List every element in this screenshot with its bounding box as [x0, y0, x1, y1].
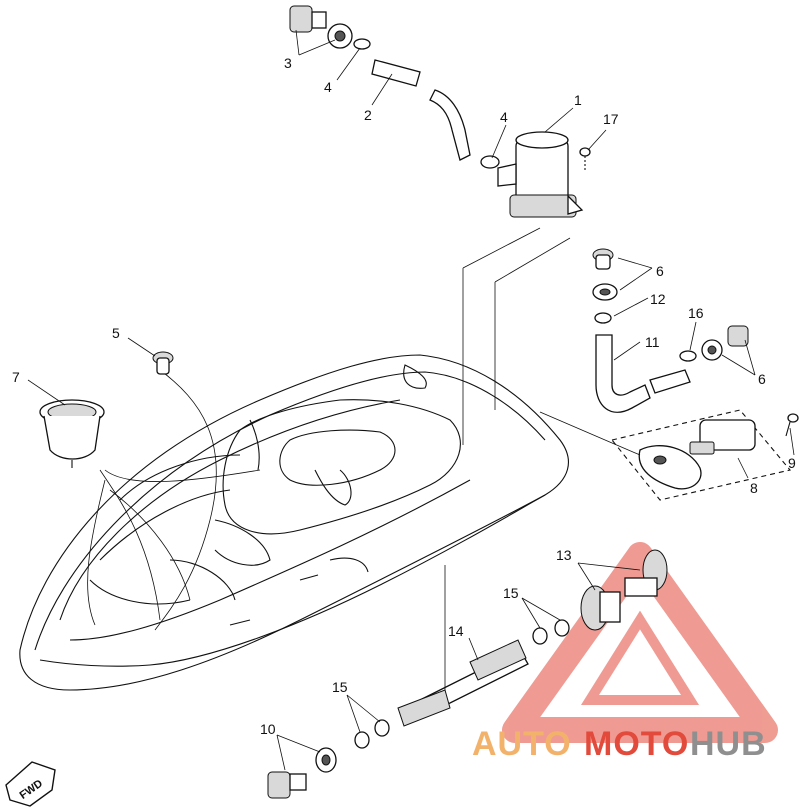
- watermark-logo: [502, 542, 778, 743]
- callout-15a: 15: [503, 585, 519, 601]
- watermark-hub: HUB: [690, 725, 767, 763]
- part-17-screw: [579, 147, 591, 172]
- callout-6a: 6: [656, 263, 664, 279]
- part-5-grommet: [152, 351, 174, 375]
- part-8-plate: [611, 409, 791, 501]
- callout-12: 12: [650, 291, 666, 307]
- callout-13: 13: [556, 547, 572, 563]
- part-4-clamp: [353, 38, 500, 169]
- part-13-fitting: [580, 549, 668, 631]
- callout-10: 10: [260, 721, 276, 737]
- watermark-moto: MOTO: [584, 725, 690, 763]
- part-11-hose: [594, 312, 697, 413]
- callout-8: 8: [750, 480, 758, 496]
- callout-6b: 6: [758, 371, 766, 387]
- callout-7: 7: [12, 369, 20, 385]
- part-10-fitting: [267, 747, 337, 799]
- callout-4a: 4: [324, 79, 332, 95]
- part-2-hose: [371, 59, 471, 161]
- callout-9: 9: [788, 455, 796, 471]
- callout-15b: 15: [332, 679, 348, 695]
- callout-4b: 4: [500, 109, 508, 125]
- hull: [19, 354, 569, 691]
- callout-11: 11: [645, 334, 660, 350]
- callout-14: 14: [448, 623, 464, 639]
- watermark-auto: AUTO: [472, 725, 572, 763]
- callout-5: 5: [112, 325, 120, 341]
- callout-1: 1: [574, 92, 582, 108]
- part-7-cup-holder: [39, 399, 105, 468]
- fwd-arrow-badge: FWD: [5, 761, 56, 807]
- callout-2: 2: [364, 107, 372, 123]
- callout-17: 17: [603, 111, 619, 127]
- callout-16: 16: [688, 305, 704, 321]
- part-3-fitting: [289, 5, 353, 49]
- part-1-pump: [497, 131, 584, 218]
- part-6-fittings: [592, 248, 749, 361]
- part-9-screw: [785, 413, 799, 437]
- part-15-clamps: [354, 619, 570, 749]
- leader-lines: [27, 29, 795, 771]
- part-14-hose: [397, 639, 529, 727]
- callout-3: 3: [284, 55, 292, 71]
